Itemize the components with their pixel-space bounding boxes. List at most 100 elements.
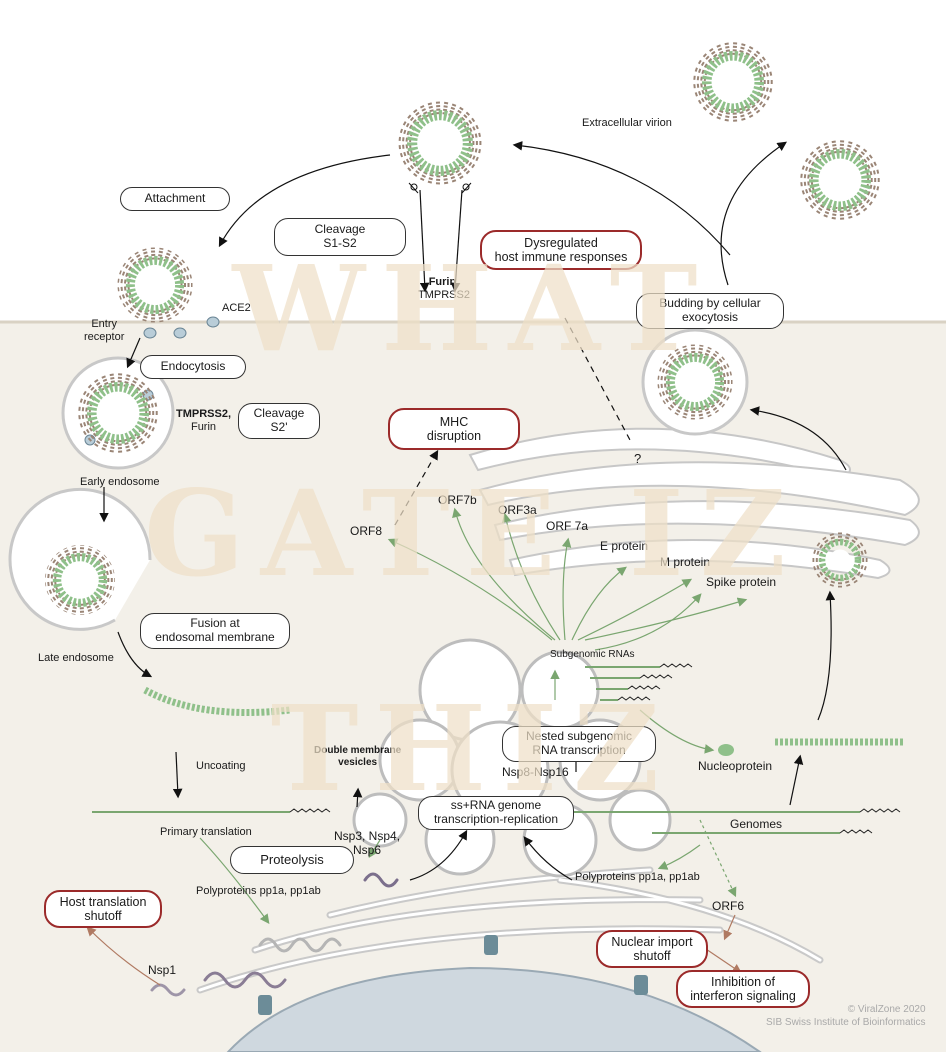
proteolysis-text: Proteolysis xyxy=(260,851,324,867)
nuclear-line1: Nuclear import xyxy=(611,934,693,949)
entry-receptor-line1: Entry xyxy=(91,318,118,330)
fusion-line2: endosomal membrane xyxy=(155,630,275,644)
nucleoprotein-blob xyxy=(718,744,734,756)
process-arrows xyxy=(99,141,847,881)
host-translation-shutoff-box: Host translation shutoff xyxy=(44,890,162,928)
mhc-line1: MHC xyxy=(439,414,469,429)
virion-late-endosome xyxy=(45,544,115,616)
virion-extracellular-2 xyxy=(800,139,880,221)
budding-line2: exocytosis xyxy=(681,310,739,324)
host-shutoff-line2: shutoff xyxy=(84,909,122,923)
dmv-label: Double membrane vesicles xyxy=(314,745,401,768)
uncoated-rna xyxy=(143,686,291,716)
nuclear-line2: shutoff xyxy=(633,949,671,963)
interferon-inhibition-box: Inhibition of interferon signaling xyxy=(676,970,810,1008)
orf6-label: ORF6 xyxy=(712,899,745,913)
nested-transcription-box: Nested subgenomic RNA transcription xyxy=(502,726,656,762)
polyproteins-left-label: Polyproteins pp1a, pp1ab xyxy=(196,885,321,897)
dmv-line1: Double membrane xyxy=(314,745,402,756)
genome-line1: ss+RNA genome xyxy=(450,798,542,813)
ace2-label: ACE2 xyxy=(222,302,251,314)
furin-tmprss2-top-label: Furin, TMPRSS2 xyxy=(418,276,470,301)
interferon-line2: interferon signaling xyxy=(690,989,796,1003)
virion-budding xyxy=(812,532,868,588)
polyproteins-right-label: Polyproteins pp1a, pp1ab xyxy=(575,871,700,883)
watermark-line3: THIZ xyxy=(270,679,676,818)
endocytosis-text: Endocytosis xyxy=(160,359,226,374)
nested-line1: Nested subgenomic xyxy=(525,729,633,744)
tmprss2-mid-label: TMPRSS2, xyxy=(176,408,232,420)
watermark-line1: WHAT xyxy=(232,239,714,378)
cleavage-s2-line1: Cleavage xyxy=(253,406,305,421)
orf7a-label: ORF 7a xyxy=(546,519,589,533)
nucleoprotein-label: Nucleoprotein xyxy=(698,759,773,773)
nuclear-pores xyxy=(258,935,648,1015)
dmv-line2: vesicles xyxy=(338,756,378,768)
nsp3-4-6-label: Nsp3, Nsp4, Nsp6 xyxy=(334,829,401,858)
fusion-box: Fusion at endosomal membrane xyxy=(140,613,290,649)
cleavage-s2-box: Cleavage S2' xyxy=(238,403,320,439)
fusion-line1: Fusion at xyxy=(190,616,240,631)
nucleus xyxy=(226,966,762,1052)
e-protein-label: E protein xyxy=(600,539,649,553)
tmprss2-top-label: TMPRSS2 xyxy=(418,288,470,301)
virion-early-endosome xyxy=(78,372,158,454)
virion-exocytic xyxy=(657,344,733,420)
nsp6-label: Nsp6 xyxy=(353,842,382,857)
cleavage-s2-line2: S2' xyxy=(270,420,288,434)
mhc-line2: disruption xyxy=(426,429,482,443)
attachment-text: Attachment xyxy=(144,191,206,206)
dysregulated-line1: Dysregulated xyxy=(524,235,598,250)
genome-replication-box: ss+RNA genome transcription-replication xyxy=(418,796,574,830)
spike-protein-label: Spike protein xyxy=(706,575,777,589)
furin-top-label: Furin, xyxy=(428,276,460,288)
orf3a-label: ORF3a xyxy=(498,503,537,517)
credit: © ViralZone 2020 SIB Swiss Institute of … xyxy=(766,1004,926,1029)
tmprss2-furin-mid-label: TMPRSS2, Furin xyxy=(176,408,231,433)
endocytosis-box: Endocytosis xyxy=(140,355,246,379)
budding-line1: Budding by cellular xyxy=(659,296,761,311)
virion-attaching xyxy=(117,247,193,323)
m-protein-label: M protein xyxy=(660,555,711,569)
cleavage-s1s2-line1: Cleavage xyxy=(314,222,366,237)
furin-mid-label: Furin xyxy=(190,420,217,433)
question-label: ? xyxy=(634,451,642,466)
primary-translation-label: Primary translation xyxy=(160,826,252,838)
nested-line2: RNA transcription xyxy=(532,743,626,757)
late-endosome-label: Late endosome xyxy=(38,652,114,664)
extracellular-virion-label: Extracellular virion xyxy=(582,117,672,129)
polyprotein-chains xyxy=(150,872,399,997)
subgenomic-rnas-label: Subgenomic RNAs xyxy=(550,649,635,660)
uncoating-label: Uncoating xyxy=(196,760,246,772)
entry-receptor-line2: receptor xyxy=(84,330,125,343)
attachment-box: Attachment xyxy=(120,187,230,211)
nsp1-label: Nsp1 xyxy=(148,963,177,977)
credit-line2: SIB Swiss Institute of Bioinformatics xyxy=(766,1016,926,1028)
genomes-label: Genomes xyxy=(730,817,783,831)
virion-extracellular-1 xyxy=(693,41,773,123)
entry-receptor-label: Entry receptor xyxy=(84,318,124,343)
dysregulated-line2: host immune responses xyxy=(494,250,628,264)
virion-top-center xyxy=(397,100,483,186)
host-shutoff-line1: Host translation xyxy=(59,894,147,909)
cleavage-s1s2-box: Cleavage S1-S2 xyxy=(274,218,406,256)
golgi-apparatus xyxy=(468,427,920,580)
nsp3-4-label: Nsp3, Nsp4, xyxy=(334,829,401,843)
nuclear-import-shutoff-box: Nuclear import shutoff xyxy=(596,930,708,968)
early-endosome-label: Early endosome xyxy=(80,476,160,488)
credit-line1: © ViralZone 2020 xyxy=(847,1004,926,1015)
genome-line2: transcription-replication xyxy=(433,812,559,826)
dysregulated-immune-box: Dysregulated host immune responses xyxy=(480,230,642,270)
subgenomic-arrows xyxy=(199,507,748,924)
orf8-label: ORF8 xyxy=(350,524,383,538)
cleavage-s1s2-line2: S1-S2 xyxy=(323,236,357,250)
scissors-icon xyxy=(408,182,472,194)
interferon-line1: Inhibition of xyxy=(711,974,775,989)
mhc-disruption-box: MHC disruption xyxy=(388,408,520,450)
watermark-line2: GATE IZ xyxy=(143,464,803,603)
genome-rna xyxy=(92,666,860,834)
nsp8-16-label: Nsp8-Nsp16 xyxy=(502,765,569,779)
orf7b-label: ORF7b xyxy=(438,493,477,507)
budding-box: Budding by cellular exocytosis xyxy=(636,293,784,329)
